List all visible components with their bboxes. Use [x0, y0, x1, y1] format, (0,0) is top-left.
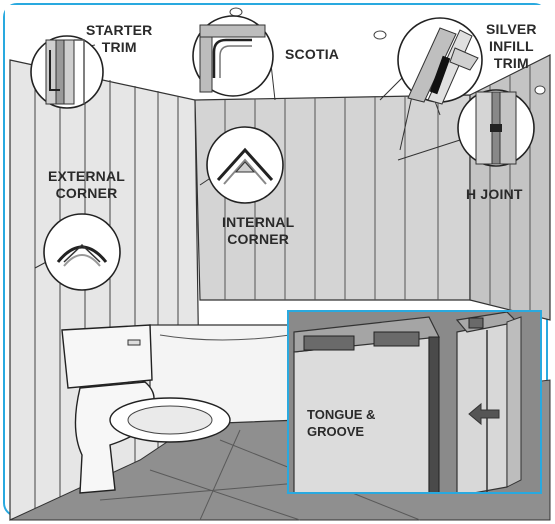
spotlight-icon: [230, 8, 242, 16]
label-scotia: SCOTIA: [285, 46, 339, 63]
toilet-cistern: [62, 325, 152, 388]
internal-corner-magnifier: [207, 127, 283, 203]
left-panel-edge: [429, 337, 439, 494]
label-tongue-groove: TONGUE & GROOVE: [307, 406, 375, 440]
left-panel-cavity: [304, 336, 354, 350]
flush-handle: [128, 340, 140, 345]
label-silver-infill-trim: SILVER INFILL TRIM: [486, 21, 537, 72]
tongue-groove-inset: TONGUE & GROOVE: [287, 310, 542, 494]
spotlight-icon: [535, 86, 545, 94]
label-starter-trim: STARTER TRIM: [86, 22, 152, 56]
external-corner-magnifier: [44, 214, 120, 290]
label-external-corner: EXTERNAL CORNER: [48, 168, 125, 202]
toilet-seat-inner: [128, 406, 212, 434]
right-panel-groove: [469, 318, 483, 328]
right-panel-side: [507, 317, 521, 487]
tongue-groove-illustration: [289, 312, 542, 494]
h-joint-magnifier: [458, 90, 534, 166]
silver-infill-trim-magnifier: [398, 18, 482, 104]
spotlight-icon: [374, 31, 386, 39]
scotia-magnifier: [193, 16, 273, 96]
label-h-joint: H JOINT: [466, 186, 523, 203]
label-internal-corner: INTERNAL CORNER: [222, 214, 294, 248]
left-panel-tongue: [374, 332, 419, 346]
right-panel: [457, 322, 507, 494]
